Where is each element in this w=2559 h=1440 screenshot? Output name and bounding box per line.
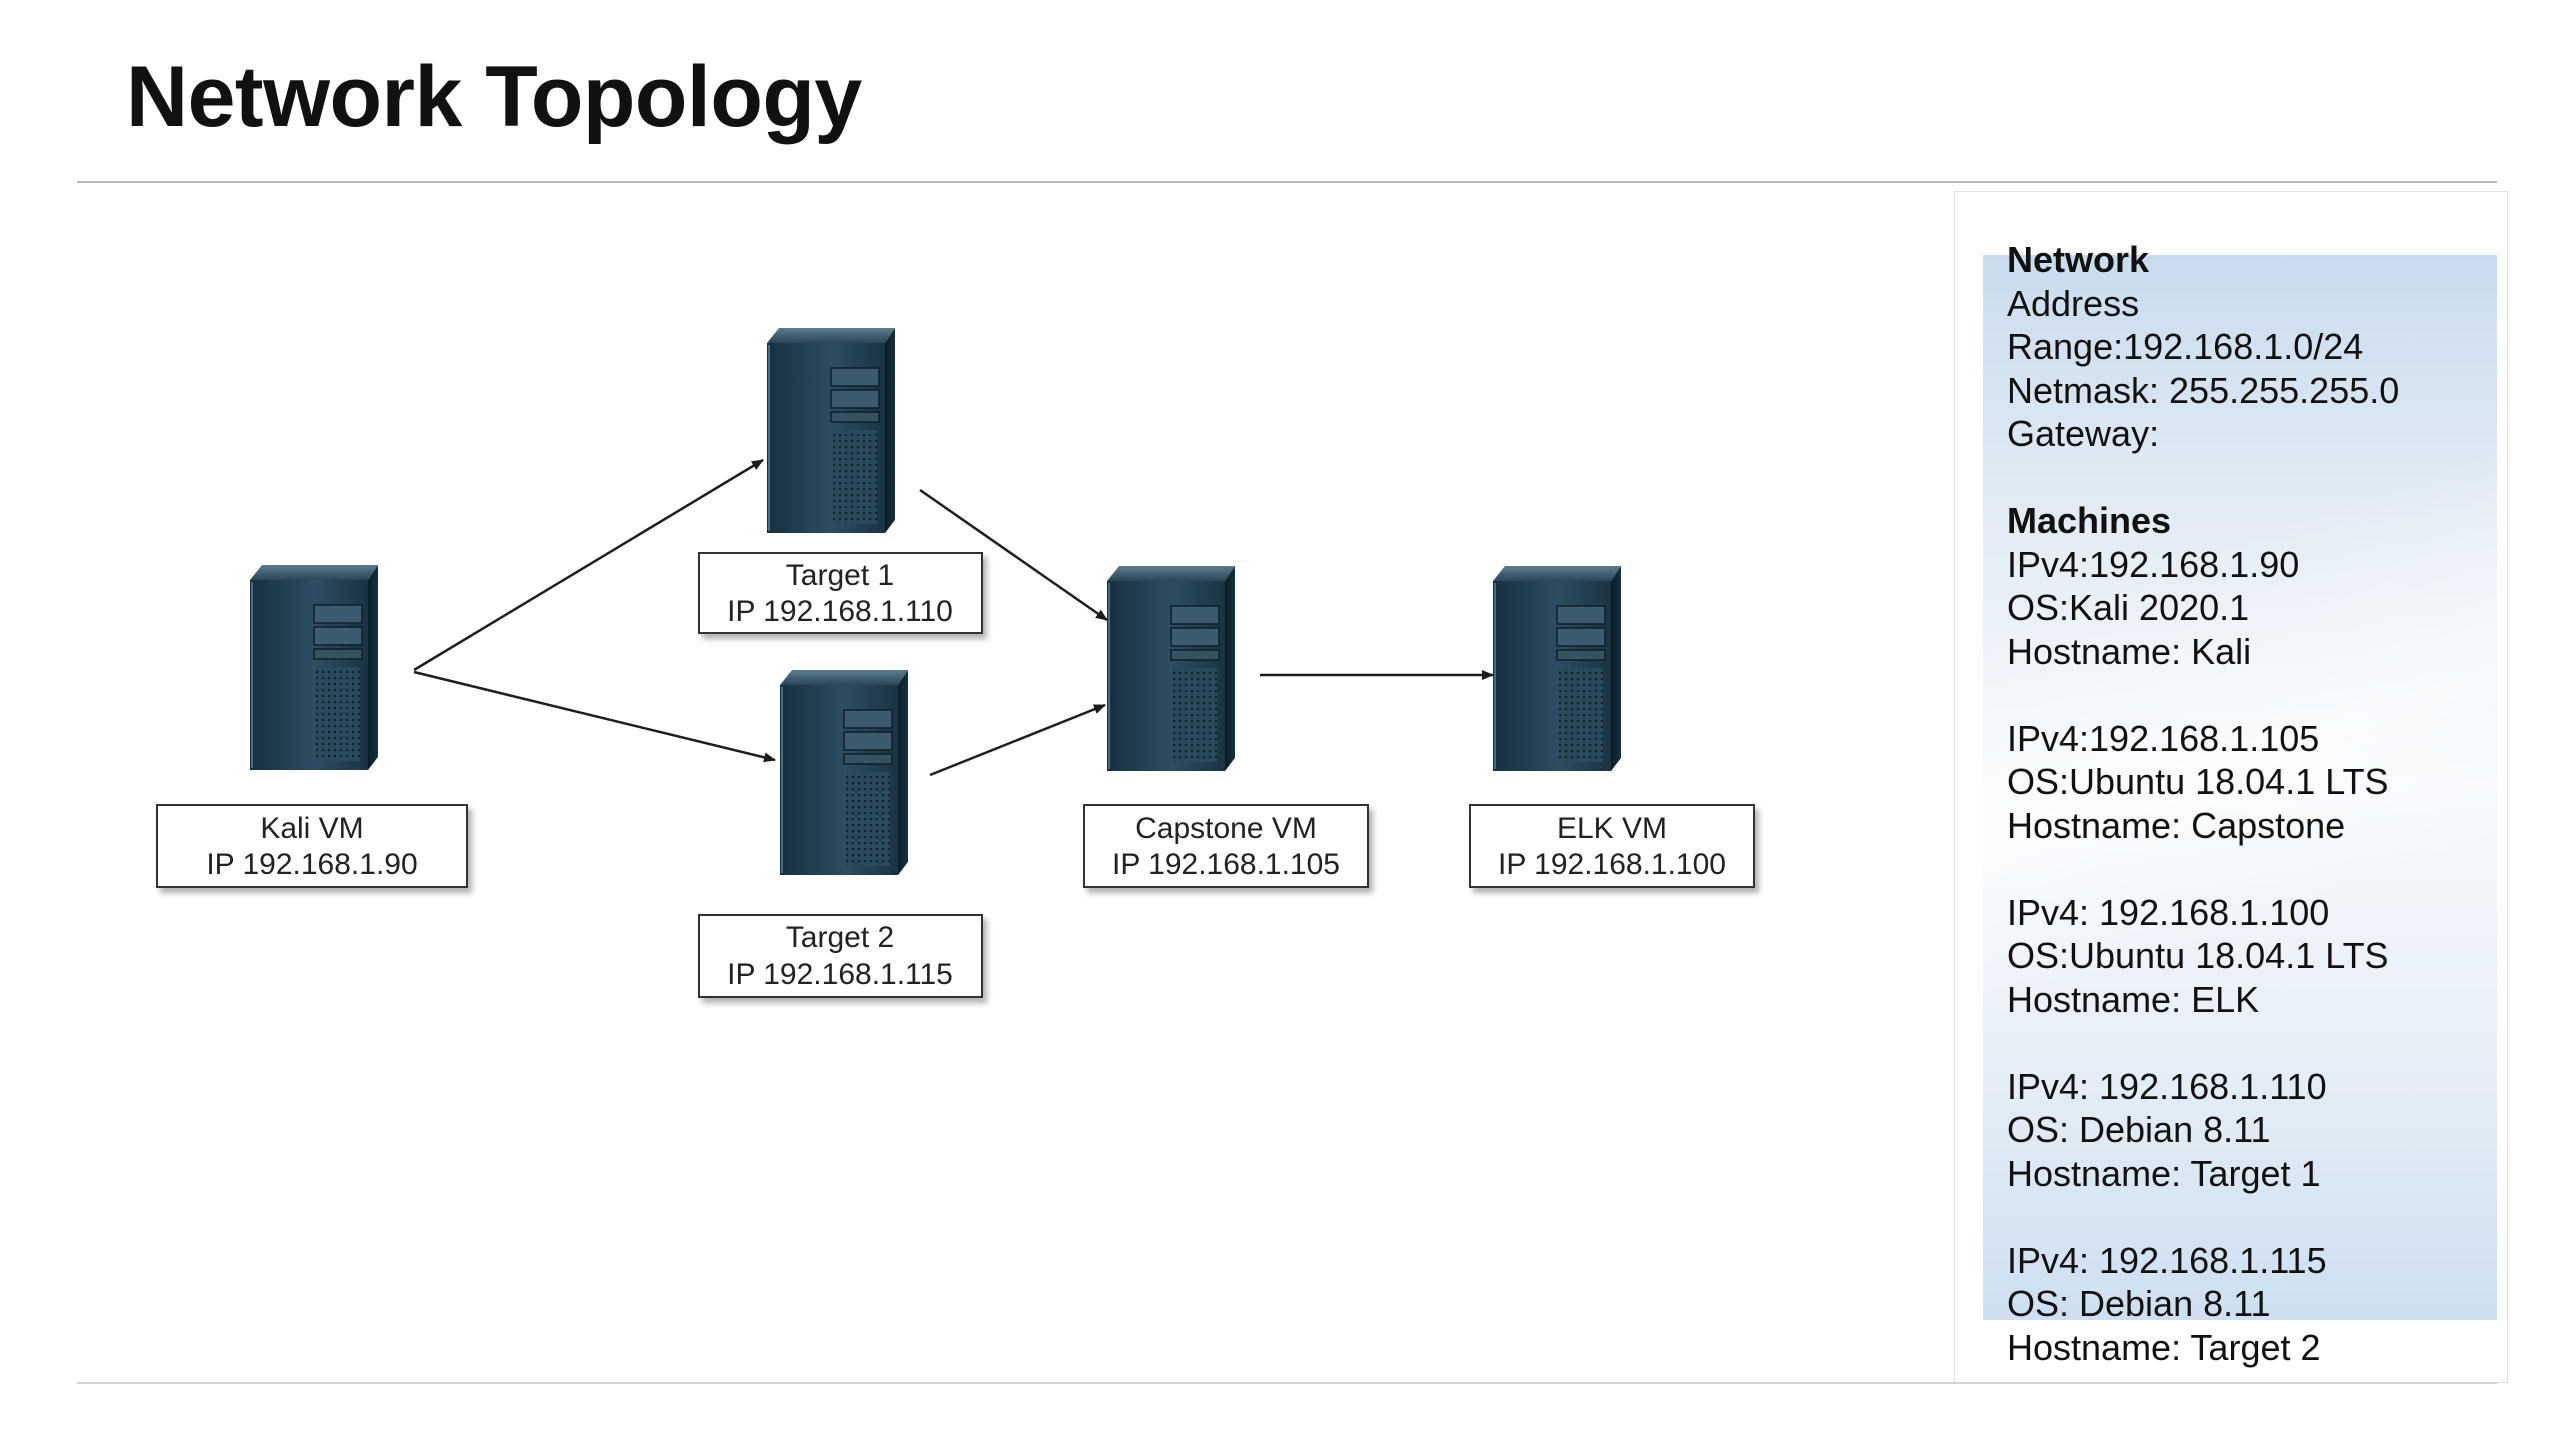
panel-background xyxy=(1983,255,2497,1320)
capstone-label-box: Capstone VM IP 192.168.1.105 xyxy=(1083,804,1369,888)
panel-text: Network Address Range:192.168.1.0/24 Net… xyxy=(2007,238,2497,1369)
machine-ipv4: IPv4:192.168.1.90 xyxy=(2007,543,2300,585)
target1-ip: IP 192.168.1.110 xyxy=(727,595,953,628)
info-panel: Network Address Range:192.168.1.0/24 Net… xyxy=(1954,191,2508,1383)
elk-server-icon xyxy=(1492,565,1622,772)
connection-lines xyxy=(413,458,1494,777)
network-line: Range:192.168.1.0/24 xyxy=(2007,326,2364,367)
elk-label-box: ELK VM IP 192.168.1.100 xyxy=(1469,804,1755,888)
target1-name: Target 1 xyxy=(786,559,894,592)
bottom-divider xyxy=(77,1382,2497,1384)
capstone-server-icon xyxy=(1106,565,1236,772)
network-line: Netmask: 255.255.255.0 xyxy=(2007,369,2400,411)
network-diagram: Kali VM IP 192.168.1.90 Target 1 IP 192.… xyxy=(156,327,1755,998)
machine-ipv4: IPv4: 192.168.1.100 xyxy=(2007,891,2330,933)
edge-kali-target1 xyxy=(413,458,764,672)
machine-ipv4: IPv4: 192.168.1.110 xyxy=(2007,1065,2327,1107)
machines-heading: Machines xyxy=(2007,500,2172,541)
kali-ip: IP 192.168.1.90 xyxy=(206,848,417,881)
machine-hostname: Hostname: Target 1 xyxy=(2007,1152,2321,1194)
target2-server-icon xyxy=(779,669,909,876)
kali-name: Kali VM xyxy=(260,812,363,845)
target1-server-icon xyxy=(766,327,896,534)
page-title: Network Topology xyxy=(126,49,862,145)
kali-server-icon xyxy=(249,564,379,771)
edge-kali-target2 xyxy=(413,670,776,763)
kali-label-box: Kali VM IP 192.168.1.90 xyxy=(156,804,468,888)
machine-os: OS:Ubuntu 18.04.1 LTS xyxy=(2007,935,2389,976)
machine-hostname: Hostname: Capstone xyxy=(2007,804,2346,846)
network-line: Address xyxy=(2007,282,2140,324)
target2-label-box: Target 2 IP 192.168.1.115 xyxy=(698,914,983,998)
machine-os: OS:Ubuntu 18.04.1 LTS xyxy=(2007,761,2389,802)
elk-ip: IP 192.168.1.100 xyxy=(1498,848,1726,881)
capstone-ip: IP 192.168.1.105 xyxy=(1112,848,1340,881)
machine-hostname: Hostname: Target 2 xyxy=(2007,1326,2321,1368)
machine-os: OS: Debian 8.11 xyxy=(2007,1283,2271,1324)
machine-hostname: Hostname: ELK xyxy=(2007,978,2260,1020)
elk-name: ELK VM xyxy=(1557,812,1667,845)
capstone-name: Capstone VM xyxy=(1135,812,1317,845)
edge-target1-capstone xyxy=(919,488,1108,622)
edge-target2-capstone xyxy=(929,703,1106,777)
machine-ipv4: IPv4: 192.168.1.115 xyxy=(2007,1239,2327,1281)
target2-name: Target 2 xyxy=(786,921,894,954)
target2-ip: IP 192.168.1.115 xyxy=(727,958,953,991)
machine-ipv4: IPv4:192.168.1.105 xyxy=(2007,717,2320,759)
network-heading: Network xyxy=(2007,239,2150,280)
network-line: Gateway: xyxy=(2007,413,2160,454)
machine-os: OS: Debian 8.11 xyxy=(2007,1109,2271,1150)
machine-hostname: Hostname: Kali xyxy=(2007,630,2252,672)
title-divider xyxy=(77,181,2497,183)
machine-os: OS:Kali 2020.1 xyxy=(2007,587,2250,628)
target1-label-box: Target 1 IP 192.168.1.110 xyxy=(698,552,983,634)
